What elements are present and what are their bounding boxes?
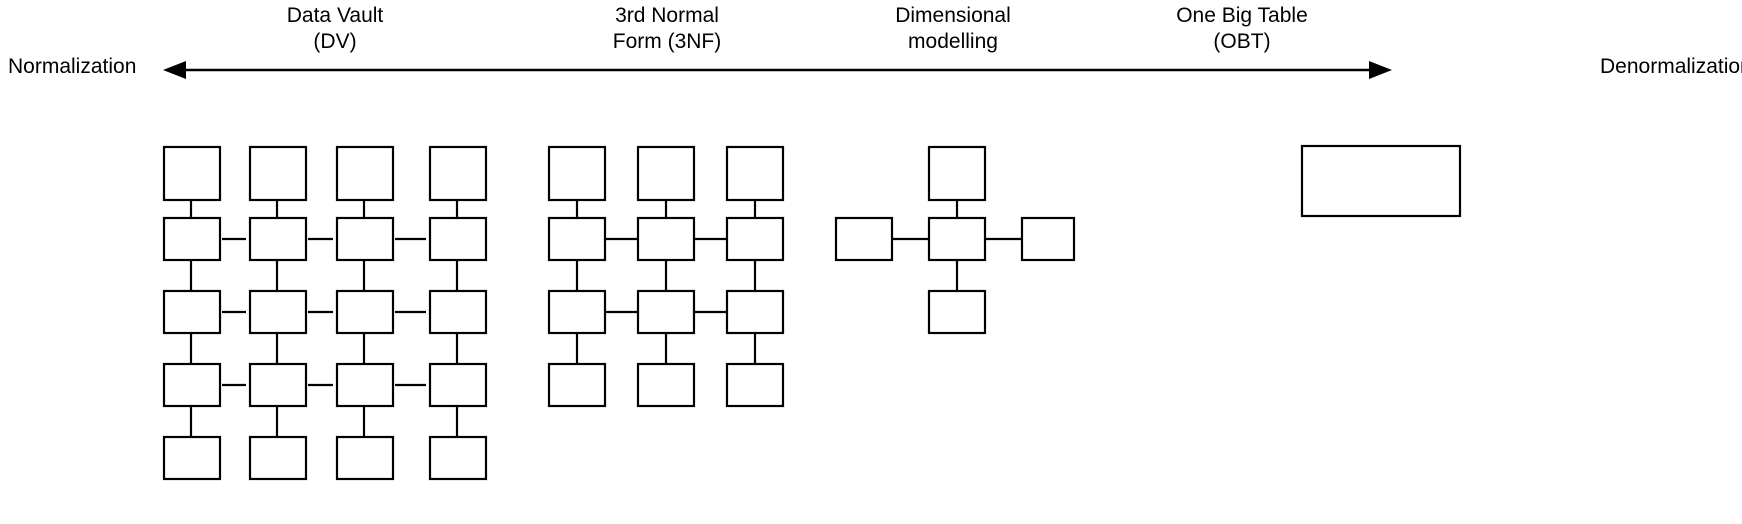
entity-box	[162, 435, 222, 481]
entity-box	[162, 145, 222, 202]
one-big-table-box	[1300, 144, 1462, 218]
entity-box	[248, 145, 308, 202]
stage-label-third-normal-form: 3rd Normal Form (3NF)	[537, 3, 797, 55]
stage-label-line2: modelling	[908, 30, 998, 53]
normalization-axis-arrow	[163, 61, 1392, 79]
entity-box	[335, 435, 395, 481]
stage-label-line1: 3rd Normal	[615, 4, 719, 27]
entity-box	[636, 362, 696, 408]
entity-box	[248, 289, 308, 335]
entity-box	[725, 145, 785, 202]
entity-box	[248, 216, 308, 262]
entity-box	[428, 216, 488, 262]
entity-box	[636, 216, 696, 262]
entity-box	[428, 145, 488, 202]
stage-label-line1: One Big Table	[1176, 4, 1308, 27]
entity-box	[547, 289, 607, 335]
entity-box	[428, 289, 488, 335]
dimension-box-top	[927, 145, 987, 202]
entity-box	[725, 289, 785, 335]
entity-box	[248, 435, 308, 481]
entity-box	[636, 289, 696, 335]
fact-box-center	[927, 216, 987, 262]
stage-label-line1: Data Vault	[286, 4, 384, 27]
dimension-box-right	[1020, 216, 1076, 262]
axis-label-normalization: Normalization	[8, 55, 137, 78]
one-big-table-single	[1300, 144, 1462, 218]
entity-box	[248, 362, 308, 408]
axis-label-denormalization: Denormalization	[1600, 55, 1742, 78]
stage-label-one-big-table: One Big Table (OBT)	[1112, 3, 1372, 55]
entity-box	[335, 145, 395, 202]
entity-box	[428, 362, 488, 408]
entity-box	[547, 145, 607, 202]
entity-box	[162, 289, 222, 335]
entity-box	[547, 362, 607, 408]
entity-box	[547, 216, 607, 262]
dimension-box-left	[834, 216, 894, 262]
entity-box	[428, 435, 488, 481]
entity-box	[335, 216, 395, 262]
entity-box	[725, 216, 785, 262]
entity-box	[636, 145, 696, 202]
arrowhead-right-icon	[1369, 61, 1392, 79]
dimensional-modelling-star	[834, 145, 1076, 335]
data-vault-grid	[162, 145, 488, 481]
arrowhead-left-icon	[163, 61, 186, 79]
third-normal-form-grid	[547, 145, 785, 408]
dimension-box-bottom	[927, 289, 987, 335]
stage-label-line2: (DV)	[313, 30, 357, 53]
stage-label-dimensional-modelling: Dimensional modelling	[823, 3, 1083, 55]
entity-box	[725, 362, 785, 408]
stage-label-line2: (OBT)	[1213, 30, 1271, 53]
entity-box	[335, 289, 395, 335]
stage-label-line2: Form (3NF)	[612, 30, 722, 53]
entity-box	[162, 216, 222, 262]
stage-label-data-vault: Data Vault (DV)	[205, 3, 465, 55]
entity-box	[162, 362, 222, 408]
stage-label-line1: Dimensional	[895, 4, 1011, 27]
entity-box	[335, 362, 395, 408]
